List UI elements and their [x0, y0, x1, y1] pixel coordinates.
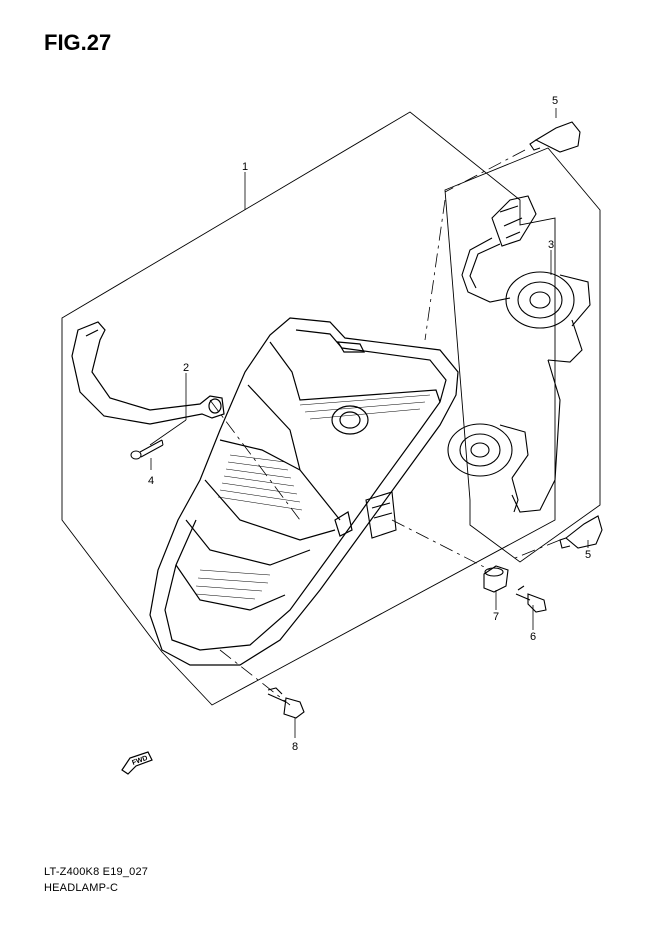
harness-box-outline	[444, 147, 601, 563]
fwd-arrow-icon: FWD	[121, 751, 153, 775]
section-name: HEADLAMP-C	[44, 882, 119, 894]
callout-6: 6	[530, 631, 536, 643]
figure-title: FIG.27	[44, 30, 112, 55]
headlamp-housing	[149, 317, 459, 666]
callout-5-upper: 5	[552, 95, 558, 107]
model-code: LT-Z400K8 E19_027	[44, 866, 149, 878]
callout-8: 8	[292, 741, 298, 753]
screw-part-6	[515, 585, 547, 613]
screw-part-4	[130, 439, 164, 460]
bolt-part-8	[267, 687, 305, 719]
grommet-part-7	[483, 565, 509, 593]
bulb-part-5-lower	[559, 515, 603, 549]
callout-4: 4	[148, 475, 154, 487]
bulb-part-5-upper	[529, 121, 581, 153]
callout-3: 3	[548, 239, 554, 251]
callout-labels: 1 2 3 4 5 5 6 7 8	[148, 95, 591, 753]
headlamp-lens-hatching	[195, 394, 431, 600]
callout-7: 7	[493, 611, 499, 623]
mounting-bracket	[71, 321, 225, 425]
callout-5-lower: 5	[585, 549, 591, 561]
dashed-leader-lines	[209, 149, 561, 706]
callout-1: 1	[242, 161, 248, 173]
callout-leaders	[149, 108, 589, 738]
assembly-box-outline	[61, 111, 556, 706]
bulb-harness	[447, 195, 591, 513]
callout-2: 2	[183, 362, 189, 374]
housing-connector-block	[365, 491, 397, 539]
